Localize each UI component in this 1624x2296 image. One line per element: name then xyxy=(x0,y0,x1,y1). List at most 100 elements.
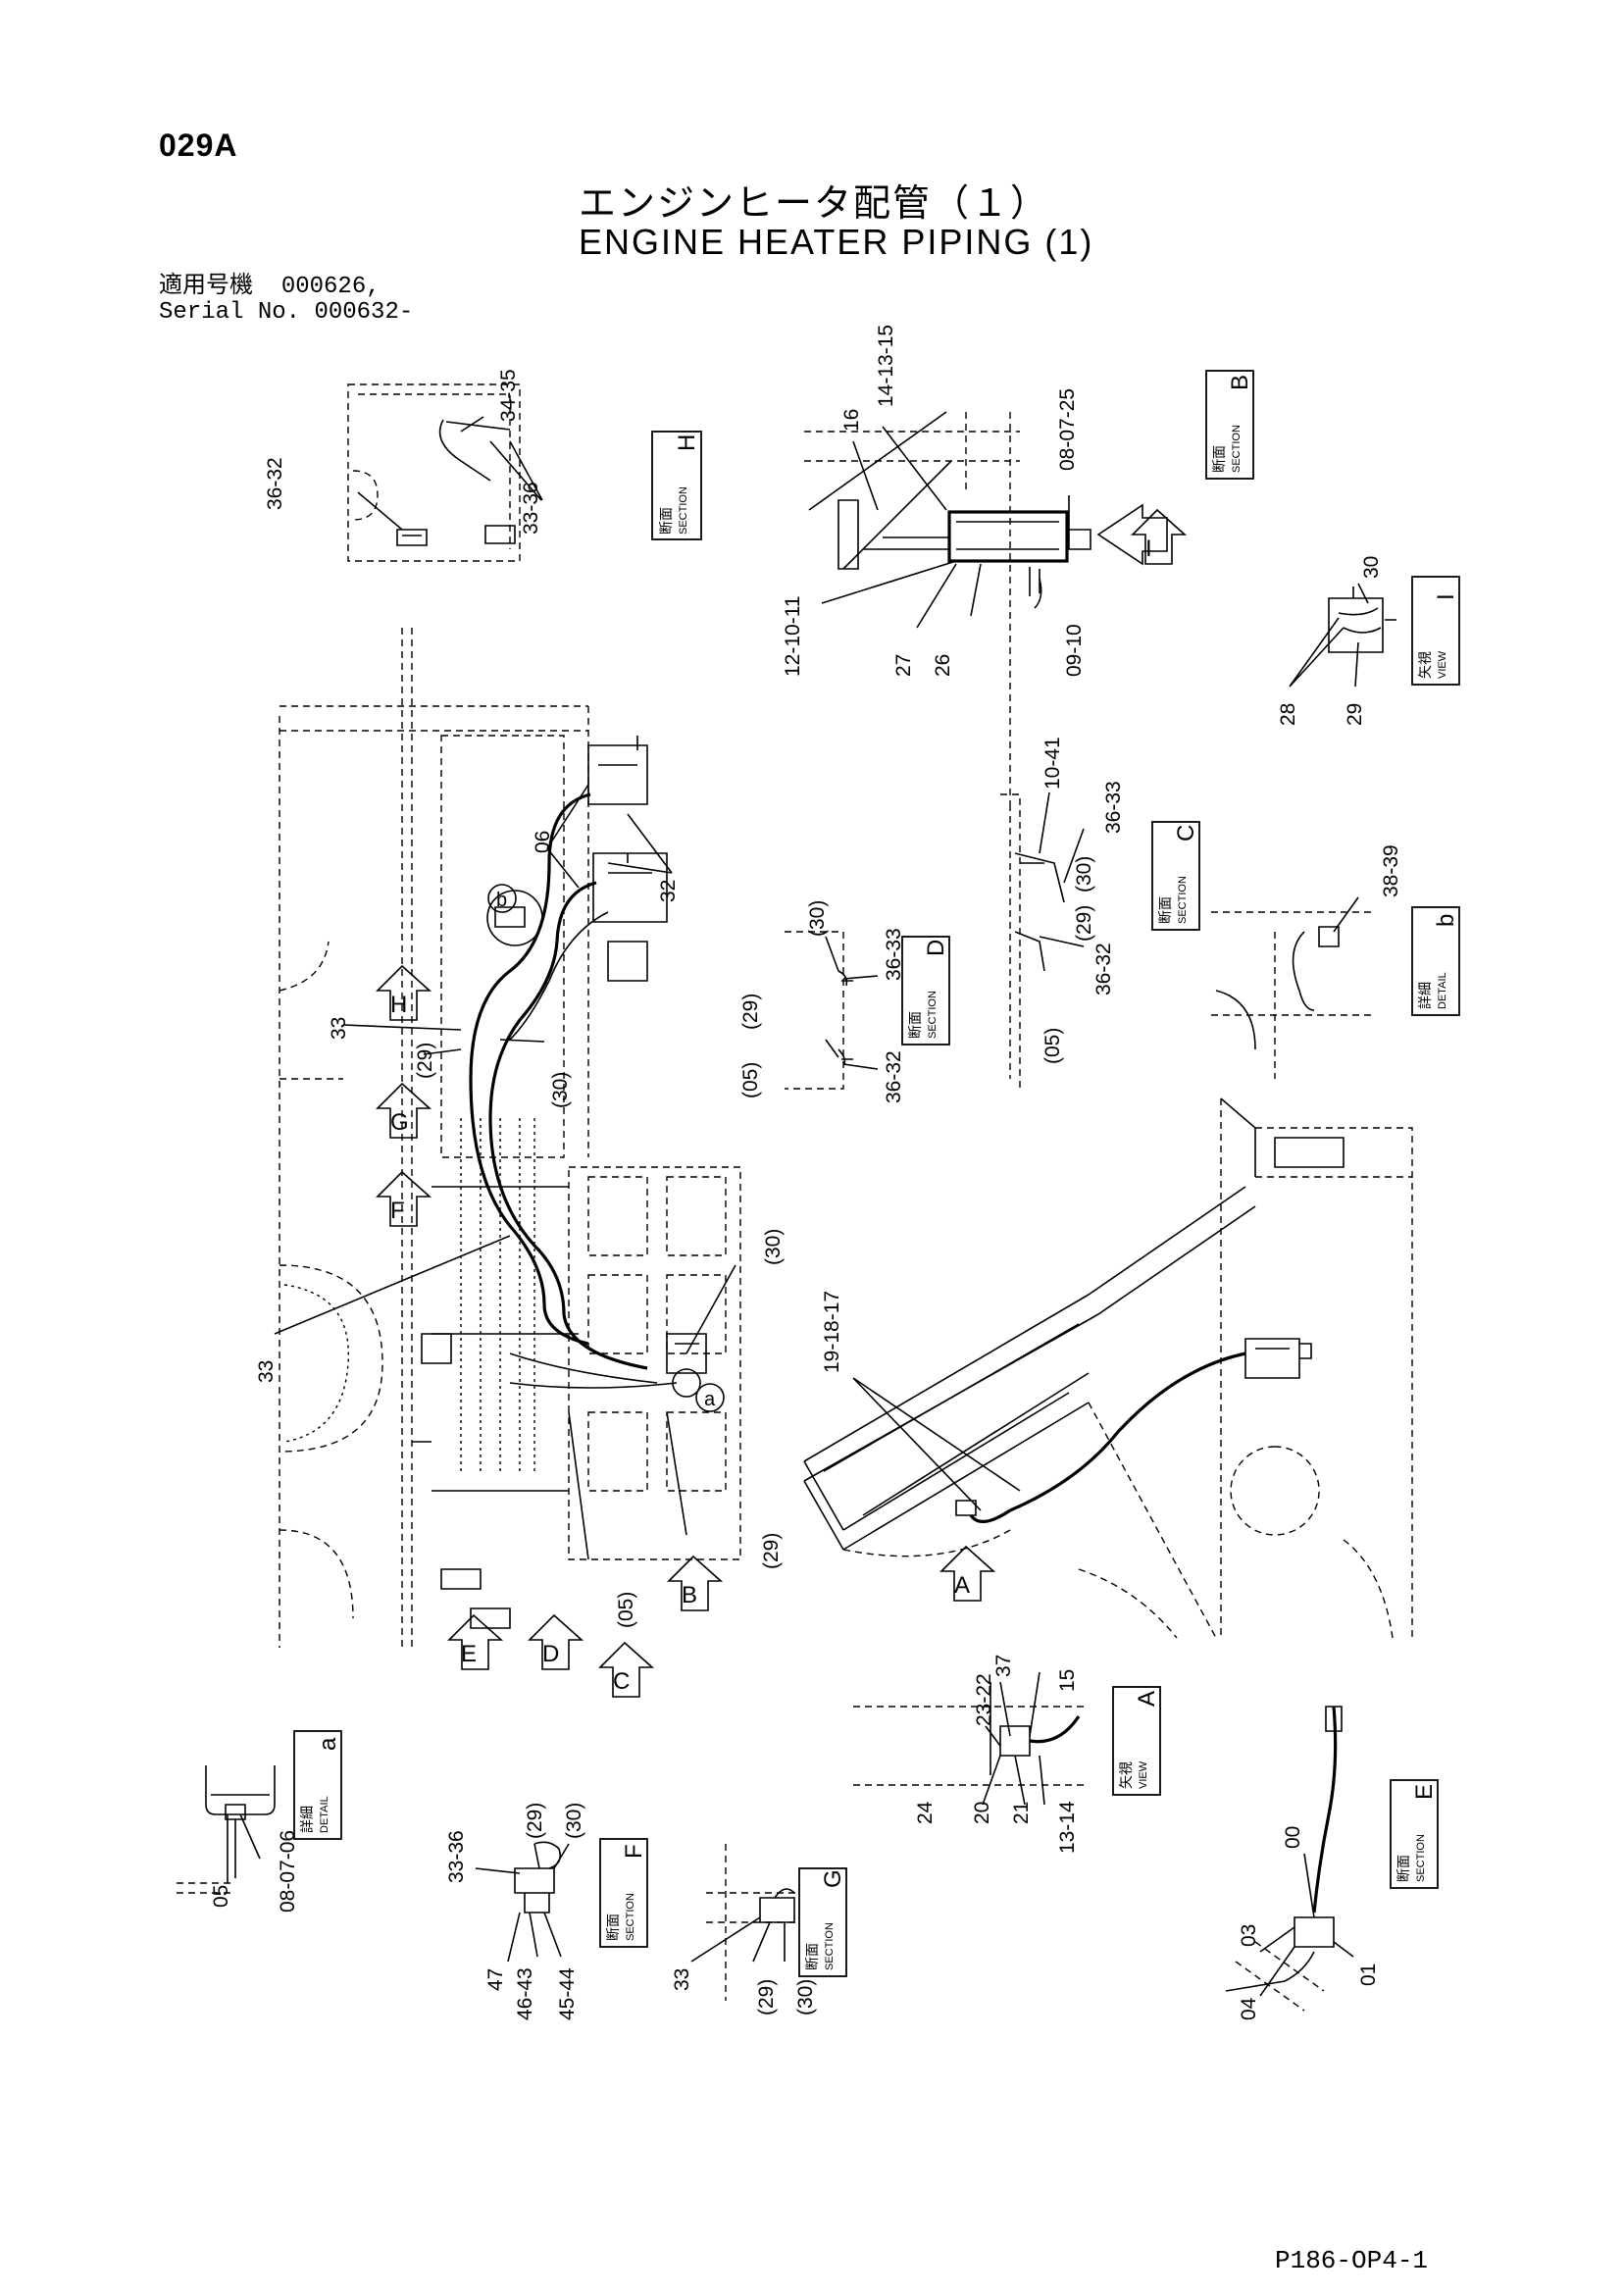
callout-33-36-h: 33-36 xyxy=(520,482,542,535)
section-d-view xyxy=(785,931,853,1090)
callout-38-39: 38-39 xyxy=(1380,844,1402,897)
callout-46-43: 46-43 xyxy=(514,1967,536,2020)
callout-05-c: (05) xyxy=(1041,1028,1064,1064)
callout-29-c: (29) xyxy=(1073,905,1095,942)
callout-21: 21 xyxy=(1010,1802,1033,1824)
section-c-view xyxy=(1000,793,1065,1089)
box-view-i: 矢視 VIEW I xyxy=(1411,576,1460,686)
callout-36-32-d: 36-32 xyxy=(883,1050,905,1103)
callout-30-i: 30 xyxy=(1360,556,1383,579)
callout-30-main-a: (30) xyxy=(549,1072,572,1108)
box-view-a: 矢視 VIEW A xyxy=(1112,1686,1161,1796)
callout-28: 28 xyxy=(1277,703,1299,726)
callout-08-07-06: 08-07-06 xyxy=(277,1830,299,1913)
callout-05-main: (05) xyxy=(615,1592,637,1628)
box-view-i-en: VIEW xyxy=(1437,650,1448,679)
box-section-f-jp: 断面 xyxy=(605,1913,621,1941)
detail-a-view xyxy=(177,1765,276,1894)
callout-33-g: 33 xyxy=(671,1968,693,1991)
callout-33-main-a: 33 xyxy=(328,1017,350,1040)
box-section-g-letter: G xyxy=(820,1869,846,1888)
callout-05-a: 05 xyxy=(210,1885,232,1908)
box-view-i-letter: I xyxy=(1433,593,1459,600)
section-e-view xyxy=(1225,1706,1343,2012)
box-section-g: 断面 SECTION G xyxy=(798,1867,847,1977)
box-section-d: 断面 SECTION D xyxy=(901,936,950,1046)
box-section-c-letter: C xyxy=(1173,825,1199,842)
serial-label-jp: 適用号機 xyxy=(159,274,253,300)
callout-29-g: (29) xyxy=(755,1979,778,2015)
box-detail-a-letter: a xyxy=(315,1737,341,1751)
box-section-b-en: SECTION xyxy=(1231,425,1243,473)
callout-16: 16 xyxy=(840,409,863,432)
callout-01: 01 xyxy=(1357,1964,1380,1986)
box-detail-a-jp: 詳細 xyxy=(299,1806,315,1833)
view-arrow-a: A xyxy=(939,1545,996,1602)
view-arrow-c: C xyxy=(598,1641,655,1698)
callout-30-c: (30) xyxy=(1073,856,1095,893)
section-h-view xyxy=(347,383,521,562)
box-section-e-jp: 断面 xyxy=(1396,1855,1411,1882)
leader-lines xyxy=(227,416,1369,1997)
callout-36-32-c: 36-32 xyxy=(1092,943,1115,995)
callout-20: 20 xyxy=(971,1802,993,1824)
view-arrow-i: I xyxy=(1131,508,1188,565)
detail-b-view xyxy=(1211,911,1373,1079)
box-view-i-jp: 矢視 xyxy=(1417,651,1433,679)
view-arrow-b-label: B xyxy=(682,1582,697,1608)
view-arrow-g: G xyxy=(376,1082,432,1139)
callout-10-41: 10-41 xyxy=(1041,737,1064,790)
box-detail-b-en: DETAIL xyxy=(1437,972,1448,1009)
view-a-perspective xyxy=(803,1097,1413,1639)
box-section-h: 断面 SECTION H xyxy=(651,431,702,540)
box-section-d-letter: D xyxy=(923,940,949,956)
callout-13-14: 13-14 xyxy=(1056,1801,1079,1854)
box-section-g-jp: 断面 xyxy=(804,1943,820,1970)
view-arrow-h: H xyxy=(376,964,432,1021)
section-b-view xyxy=(804,411,1168,804)
box-detail-b-letter: b xyxy=(1433,914,1459,927)
view-arrow-e: E xyxy=(447,1613,504,1670)
callout-15-va: 15 xyxy=(1056,1669,1079,1692)
circle-label-b: b xyxy=(496,890,507,911)
main-plan-view xyxy=(279,628,741,1648)
box-section-e: 断面 SECTION E xyxy=(1390,1779,1439,1889)
box-section-f: 断面 SECTION F xyxy=(599,1838,648,1948)
callout-29-i: 29 xyxy=(1344,703,1366,726)
callout-26: 26 xyxy=(932,654,954,677)
box-view-a-jp: 矢視 xyxy=(1118,1761,1134,1789)
callout-09-10: 09-10 xyxy=(1063,624,1086,677)
page-id: 029A xyxy=(159,128,238,163)
box-section-g-en: SECTION xyxy=(824,1922,836,1970)
callout-30-d: (30) xyxy=(806,900,829,937)
view-arrow-c-label: C xyxy=(613,1668,630,1695)
drawing-number: P186-OP4-1 xyxy=(1275,2246,1429,2275)
serial-value-en: 000632- xyxy=(314,299,414,326)
box-section-d-en: SECTION xyxy=(927,991,939,1039)
box-view-a-en: VIEW xyxy=(1138,1760,1149,1789)
callout-08-07-25: 08-07-25 xyxy=(1056,388,1079,471)
callout-06: 06 xyxy=(532,831,554,853)
callout-32: 32 xyxy=(657,880,680,902)
callout-27: 27 xyxy=(892,654,915,677)
view-arrow-f: F xyxy=(376,1170,432,1227)
section-f-view xyxy=(514,1841,562,1913)
serial-label-en: Serial No. xyxy=(159,299,301,326)
view-arrow-i-label: I xyxy=(1145,536,1152,562)
callout-24: 24 xyxy=(914,1801,937,1824)
view-arrow-b: B xyxy=(667,1555,724,1611)
serial-line-jp: 適用号機 000626, xyxy=(159,275,413,300)
box-section-c-en: SECTION xyxy=(1177,876,1189,924)
callout-30-main-b: (30) xyxy=(762,1229,785,1265)
box-section-b: 断面 SECTION B xyxy=(1205,370,1254,480)
callout-29-d: (29) xyxy=(739,994,762,1030)
serial-line-en: Serial No. 000632- xyxy=(159,300,413,326)
callout-04: 04 xyxy=(1238,1997,1260,2020)
box-section-h-jp: 断面 xyxy=(658,507,674,535)
callout-36-32-h: 36-32 xyxy=(264,457,286,510)
callout-12-10-11: 12-10-11 xyxy=(782,595,804,677)
box-detail-a: 詳細 DETAIL a xyxy=(293,1730,342,1840)
view-arrow-e-label: E xyxy=(461,1641,477,1667)
callout-47: 47 xyxy=(484,1968,507,1991)
